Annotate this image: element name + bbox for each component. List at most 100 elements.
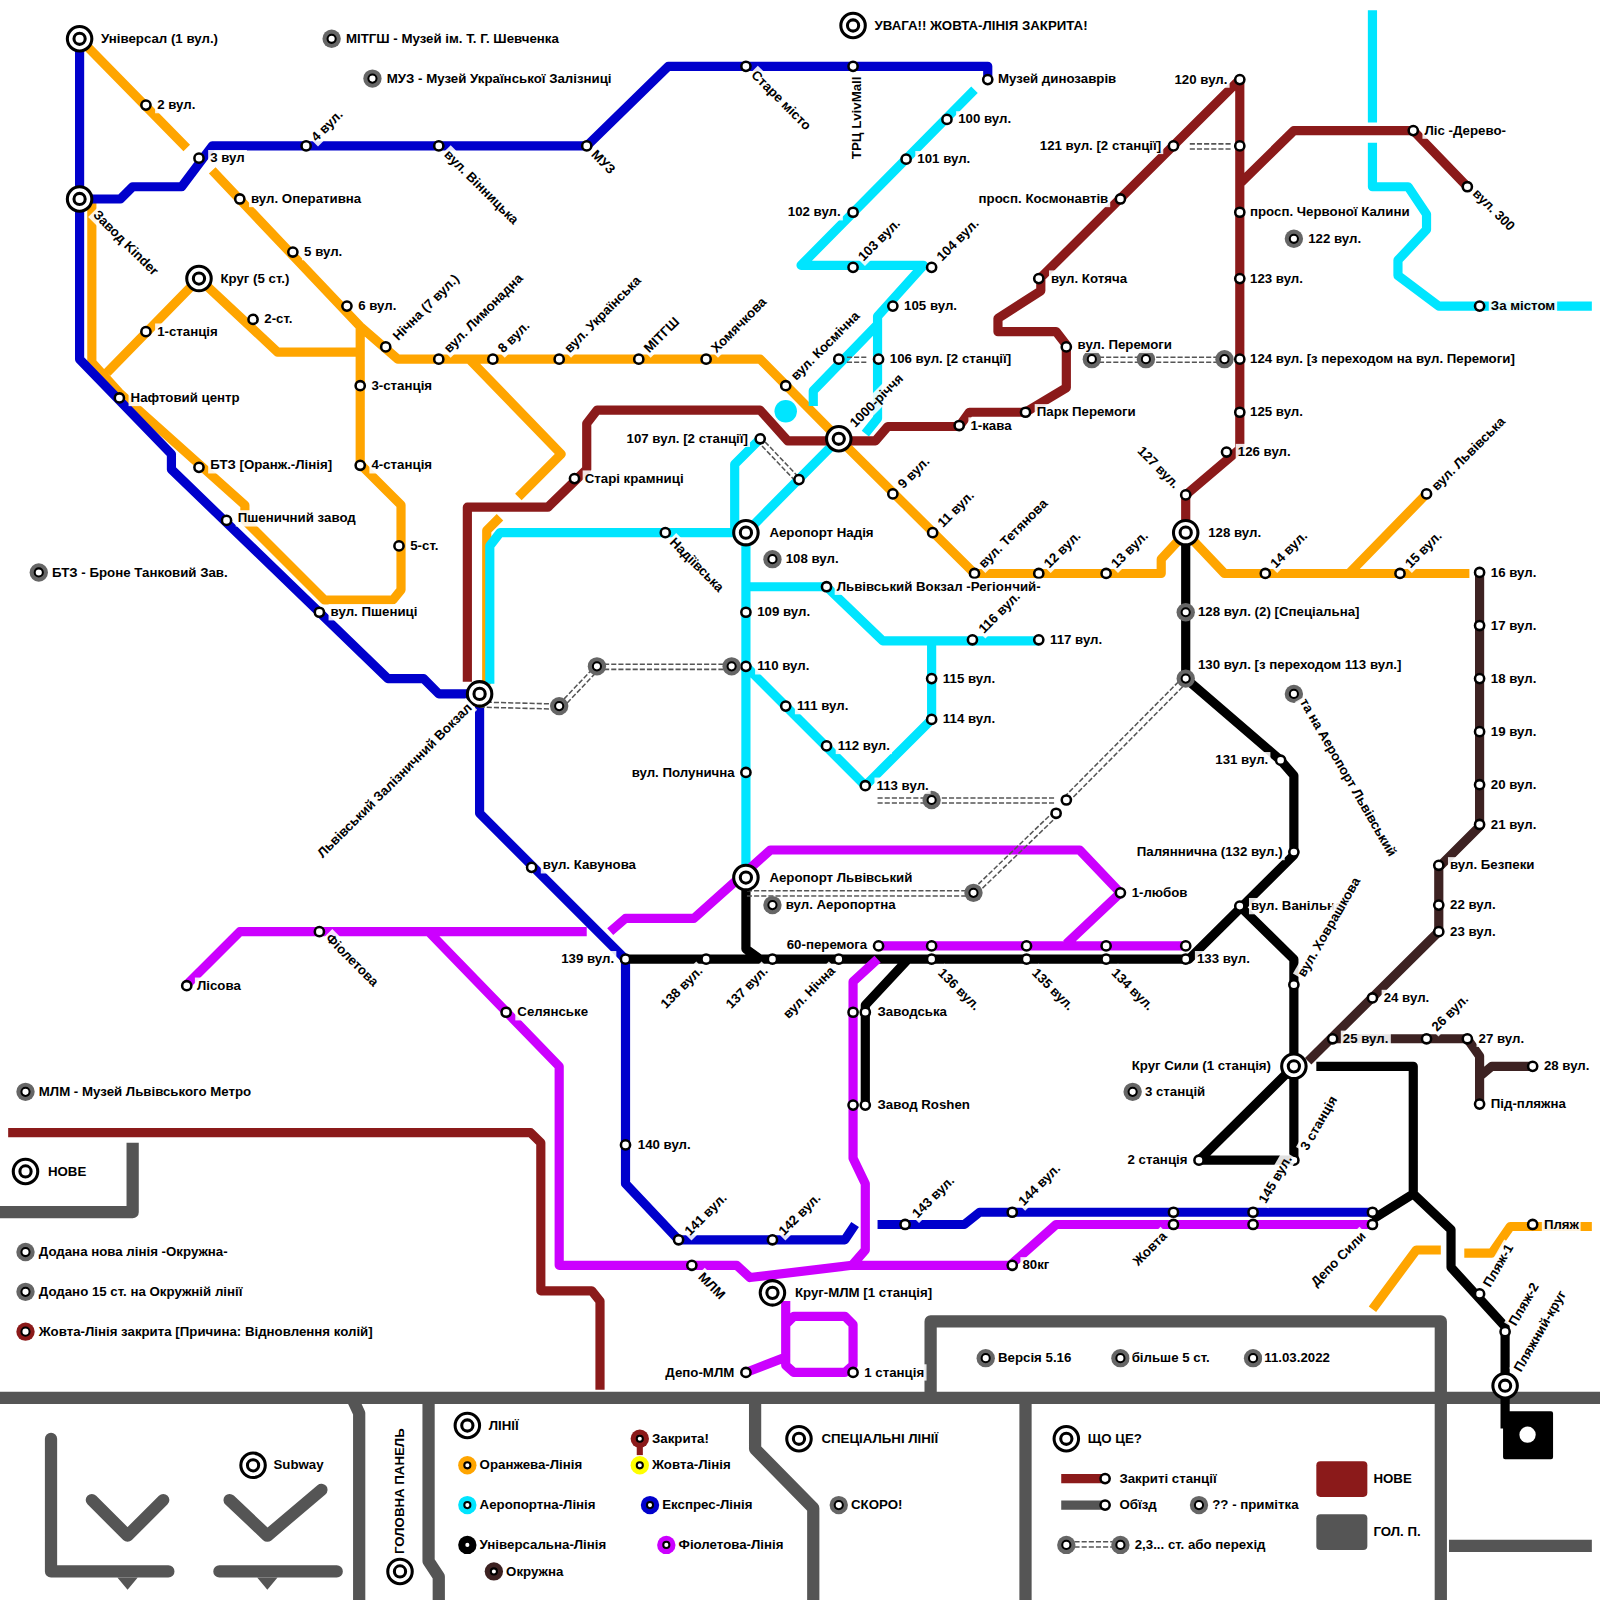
interchange-ring (241, 1453, 265, 1477)
legend-swatch (641, 1496, 659, 1514)
station-dot (570, 474, 579, 483)
station-label: вул. Аеропортна (784, 897, 898, 913)
legend-text: Закриті станції (1117, 1470, 1218, 1486)
station-dot (1463, 1034, 1472, 1043)
station-label: 109 вул. (755, 604, 812, 620)
station-label: 60-перемога (785, 937, 870, 953)
station-label: 11.03.2022 (1262, 1350, 1332, 1366)
interchange-ring (1493, 1373, 1517, 1397)
station-label: 115 вул. (941, 670, 997, 686)
interchange-marker (1173, 520, 1197, 544)
station-dot (848, 1101, 857, 1110)
station-label: 1-любов (1130, 885, 1190, 901)
station-label: Жовта-Лінія закрита [Причина: Відновленн… (37, 1323, 375, 1339)
note-marker-dot (21, 1248, 29, 1256)
station-label: вул. Вінницька (439, 145, 523, 229)
station-label: 128 вул. (1206, 524, 1263, 540)
station-label: 105 вул. (902, 298, 959, 314)
station-dot (702, 955, 711, 964)
interchange-core (462, 1420, 473, 1431)
station-dot (434, 355, 443, 364)
station-label: 22 вул. (1448, 897, 1498, 913)
station-dot (1235, 75, 1244, 84)
station-label: Пляж (1542, 1216, 1581, 1232)
station-label: 8 вул. (493, 316, 534, 357)
station-label: Нафтовий центр (129, 390, 242, 406)
station-dot (488, 355, 497, 364)
note-marker (1244, 1349, 1262, 1367)
station-dot (1475, 1099, 1484, 1108)
note-marker-disc (1244, 1349, 1262, 1367)
interchange-marker (467, 682, 491, 706)
station-dot (141, 101, 150, 110)
station-label: 4-станція (369, 457, 434, 473)
transfer-sample (1074, 1542, 1112, 1547)
note-marker-disc (322, 30, 340, 48)
station-label: 137 вул. (721, 962, 773, 1014)
station-dot (1021, 408, 1030, 417)
interchange-core (1180, 527, 1191, 538)
station-dot (848, 62, 857, 71)
note-marker-disc (16, 1243, 34, 1261)
interchange-core (740, 872, 751, 883)
ring-line (1308, 573, 1532, 1104)
interchange-marker (827, 427, 851, 451)
interchange-core (833, 433, 844, 444)
station-dot (315, 927, 324, 936)
note-marker-dot (1129, 1088, 1137, 1096)
station-label: 80кг (1020, 1257, 1051, 1273)
station-label: 140 вул. (636, 1137, 693, 1153)
station-dot (874, 355, 883, 364)
station-label: Лісова (195, 978, 243, 994)
station-label: Subway (271, 1457, 325, 1473)
station-dot (1222, 447, 1231, 456)
legend-swatch (657, 1536, 675, 1554)
station-dot (1008, 1261, 1017, 1270)
station-dot (527, 863, 536, 872)
station-dot (1235, 208, 1244, 217)
swatch-dot (463, 1541, 471, 1549)
note-marker-dot (21, 1088, 29, 1096)
interchange-marker (13, 1159, 37, 1183)
station-label: Завод Roshen (876, 1097, 972, 1113)
note-marker-dot (1249, 1354, 1257, 1362)
interchange-ring (734, 865, 758, 889)
station-label: вул. Оперативна (249, 191, 363, 207)
note-marker-dot (555, 702, 563, 710)
station-dot (848, 263, 857, 272)
legend-text: 2,3... ст. або перехід (1133, 1537, 1268, 1553)
interchange-ring (1173, 520, 1197, 544)
station-dot (888, 302, 897, 311)
interchange-marker (1054, 1427, 1078, 1451)
station-dot (302, 141, 311, 150)
interchange-core (1288, 1061, 1299, 1072)
note-marker-dot (982, 1354, 990, 1362)
station-dot (1235, 355, 1244, 364)
station-dot (1276, 756, 1285, 765)
violet-line (187, 850, 1373, 1372)
station-label: Круг (5 ст.) (218, 270, 291, 286)
note-marker (763, 896, 781, 914)
station-dot (848, 1368, 857, 1377)
legend-swatch (485, 1562, 503, 1580)
interchange-ring (1282, 1054, 1306, 1078)
station-label: 16 вул. (1489, 564, 1539, 580)
station-dot (702, 355, 711, 364)
legend-swatch (458, 1496, 476, 1514)
station-label: 24 вул. (1382, 990, 1432, 1006)
detour-sample-line (1061, 1501, 1105, 1510)
station-dot (1194, 1156, 1203, 1165)
note-marker-disc (977, 1349, 995, 1367)
interchange-core (193, 273, 204, 284)
station-label: 27 вул. (1477, 1031, 1527, 1047)
closed-note-marker-disc (16, 1322, 34, 1340)
station-dot (1022, 955, 1031, 964)
station-label: 6 вул. (356, 298, 398, 314)
station-label: Депо Сили (1306, 1227, 1371, 1292)
station-dot (1434, 901, 1443, 910)
universal-line (626, 533, 1506, 1429)
station-label: Додано 15 ст. на Окружній лінії (37, 1284, 245, 1300)
station-dot (394, 541, 403, 550)
note-marker-dot (835, 1501, 843, 1509)
note-marker-dot (368, 74, 376, 82)
